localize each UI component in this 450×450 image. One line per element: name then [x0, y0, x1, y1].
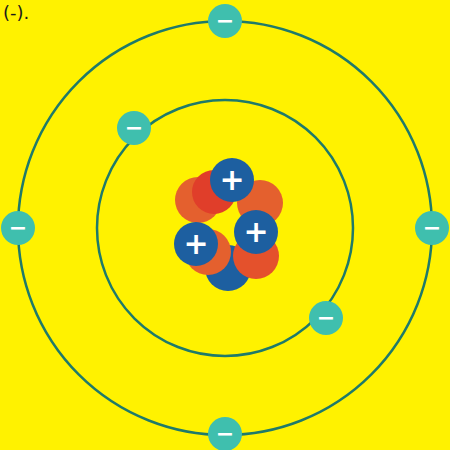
minus-sign: − — [216, 423, 234, 445]
plus-sign: + — [243, 217, 268, 247]
electron: − — [309, 301, 343, 335]
electron: − — [415, 211, 449, 245]
caption-fragment: (-). — [3, 2, 29, 23]
plus-sign: + — [183, 229, 208, 259]
minus-sign: − — [216, 10, 234, 32]
minus-sign: − — [423, 217, 441, 239]
outer-orbit — [18, 21, 432, 435]
minus-sign: − — [9, 217, 27, 239]
minus-sign: − — [125, 117, 143, 139]
proton: + — [210, 158, 254, 202]
electron: − — [1, 211, 35, 245]
proton: + — [234, 210, 278, 254]
electron: − — [117, 111, 151, 145]
proton: + — [174, 222, 218, 266]
inner-orbit — [97, 100, 353, 356]
minus-sign: − — [317, 307, 335, 329]
electron: − — [208, 417, 242, 450]
plus-sign: + — [219, 165, 244, 195]
electron: − — [208, 4, 242, 38]
